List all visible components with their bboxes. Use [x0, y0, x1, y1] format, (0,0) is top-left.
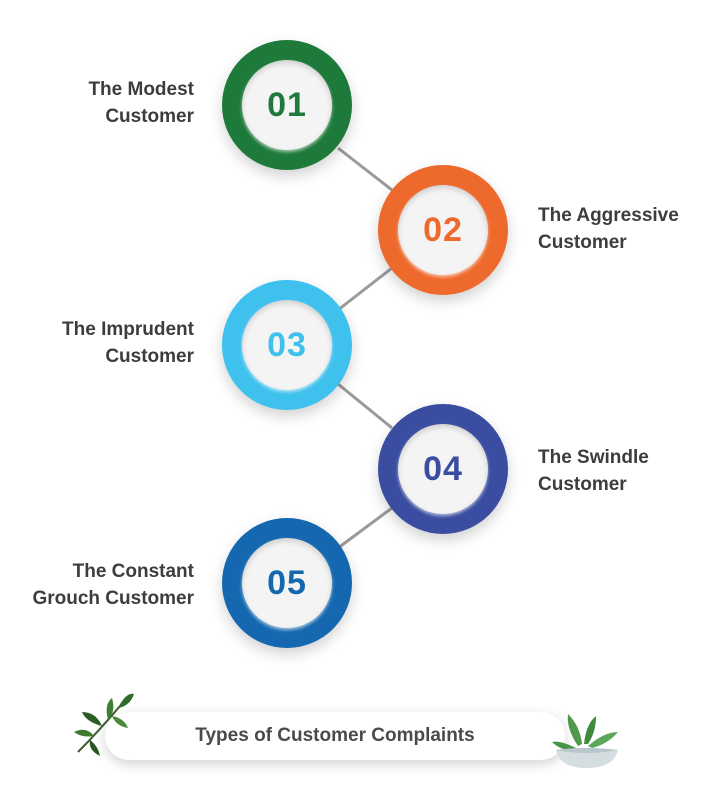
step-03-label-line1: The Imprudent: [62, 319, 194, 340]
step-01-label-line1: The Modest: [88, 79, 194, 100]
step-01-disc: 01: [242, 60, 332, 150]
step-02-label: The Aggressive Customer: [538, 202, 679, 256]
step-04-label-line1: The Swindle: [538, 447, 649, 468]
step-03-number: 03: [267, 325, 307, 364]
step-01-number: 01: [267, 85, 307, 124]
connector-02-03: [337, 266, 393, 312]
step-05-label-line2: Grouch Customer: [32, 588, 194, 609]
step-01-label-line2: Customer: [105, 106, 194, 127]
footer-banner: Types of Customer Complaints: [105, 712, 565, 760]
step-02-label-line2: Customer: [538, 232, 627, 253]
leaf-sprig-icon: [74, 693, 134, 756]
herb-bowl-icon: [552, 714, 618, 768]
step-03-label-line2: Customer: [105, 346, 194, 367]
step-04-label-line2: Customer: [538, 474, 627, 495]
step-04-label: The Swindle Customer: [538, 444, 649, 498]
connector-04-05: [337, 506, 393, 550]
step-03-disc: 03: [242, 300, 332, 390]
step-04-number: 04: [423, 449, 463, 488]
step-02-number: 02: [423, 210, 463, 249]
step-05-label: The Constant Grouch Customer: [32, 558, 194, 612]
step-03-label: The Imprudent Customer: [62, 316, 194, 370]
connector-03-04: [337, 382, 393, 430]
step-05-number: 05: [267, 563, 307, 602]
step-02-disc: 02: [398, 185, 488, 275]
step-01-label: The Modest Customer: [88, 76, 194, 130]
step-05-disc: 05: [242, 538, 332, 628]
footer-title: Types of Customer Complaints: [195, 725, 475, 746]
step-05-label-line1: The Constant: [72, 561, 194, 582]
step-02-label-line1: The Aggressive: [538, 205, 679, 226]
step-04-disc: 04: [398, 424, 488, 514]
connector-01-02: [337, 146, 393, 192]
